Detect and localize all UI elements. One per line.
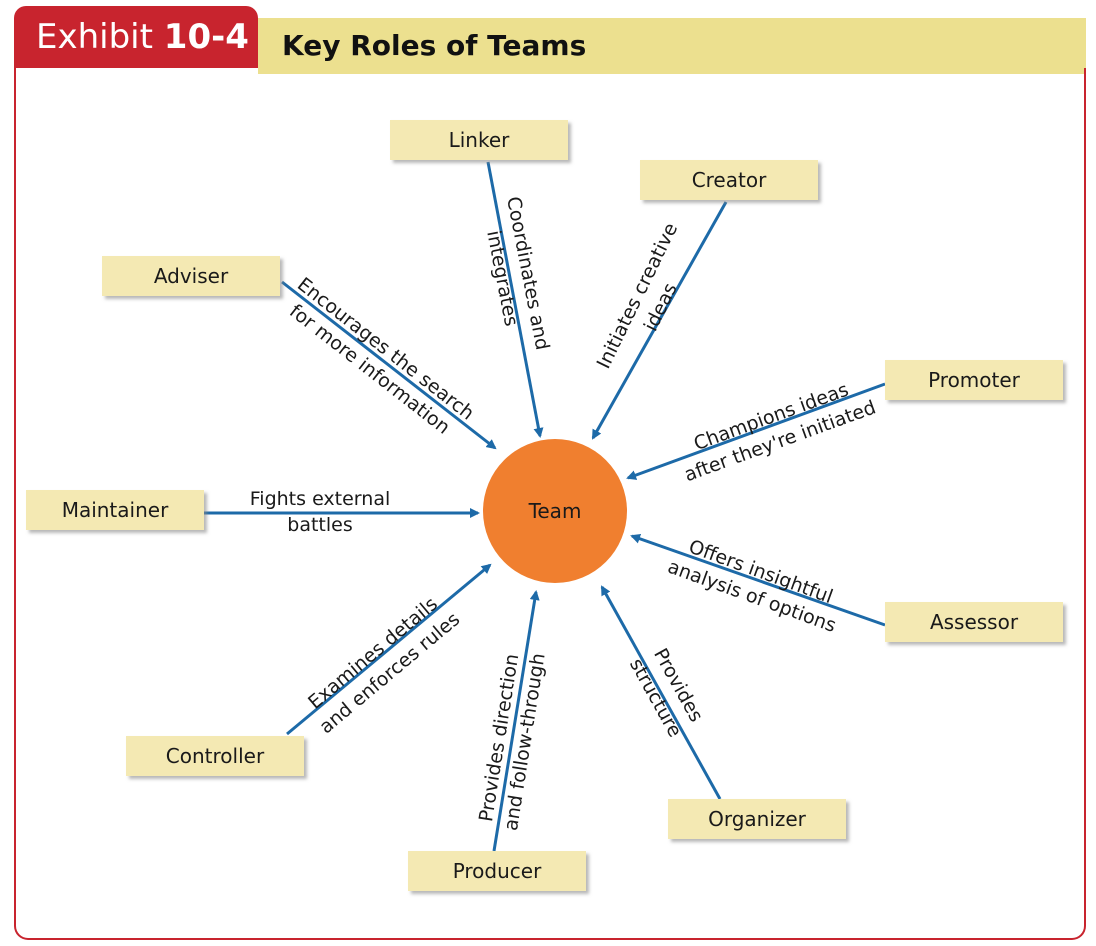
role-maintainer: Maintainer [26, 490, 204, 530]
description-line-adviser-1: Encourages the search [293, 273, 478, 424]
role-box-maintainer [26, 490, 204, 530]
role-label-linker: Linker [449, 128, 511, 152]
diagram-panel [14, 68, 1086, 940]
role-box-creator [640, 160, 818, 200]
role-controller: Controller [126, 736, 304, 776]
role-label-assessor: Assessor [930, 610, 1019, 634]
role-assessor: Assessor [885, 602, 1063, 642]
arrow-producer [492, 590, 540, 852]
role-box-organizer [668, 799, 846, 839]
arrow-promoter [626, 382, 886, 480]
arrow-linker [486, 161, 544, 438]
role-label-promoter: Promoter [928, 368, 1021, 392]
arrow-creator [591, 201, 728, 440]
arrow-controller [286, 563, 492, 736]
role-label-organizer: Organizer [708, 807, 807, 831]
role-label-maintainer: Maintainer [62, 498, 169, 522]
team-node: Team [483, 439, 627, 583]
exhibit-tab: Exhibit 10-4 [14, 6, 258, 68]
role-label-producer: Producer [453, 859, 542, 883]
exhibit-number: 10-4 [163, 17, 249, 57]
description-line-maintainer-2: battles [287, 514, 352, 536]
role-boxes-layer: LinkerCreatorPromoterAssessorOrganizerPr… [26, 120, 1063, 891]
description-maintainer: Fights external battles [250, 488, 391, 536]
role-linker: Linker [390, 120, 568, 160]
description-line-maintainer-1: Fights external [250, 488, 391, 510]
exhibit-word: Exhibit [36, 17, 153, 57]
arrow-assessor [630, 533, 886, 627]
exhibit-title: Key Roles of Teams [258, 18, 1086, 74]
role-box-promoter [885, 360, 1063, 400]
role-box-linker [390, 120, 568, 160]
role-promoter: Promoter [885, 360, 1063, 400]
role-adviser: Adviser [102, 256, 280, 296]
role-label-controller: Controller [166, 744, 265, 768]
team-circle [483, 439, 627, 583]
role-box-controller [126, 736, 304, 776]
team-label: Team [528, 499, 582, 523]
role-label-adviser: Adviser [154, 264, 229, 288]
arrows-layer [204, 161, 886, 852]
role-producer: Producer [408, 851, 586, 891]
role-label-creator: Creator [692, 168, 767, 192]
role-box-producer [408, 851, 586, 891]
role-organizer: Organizer [668, 799, 846, 839]
arrow-adviser [281, 280, 497, 450]
role-box-adviser [102, 256, 280, 296]
role-creator: Creator [640, 160, 818, 200]
arrow-organizer [600, 585, 722, 800]
role-box-assessor [885, 602, 1063, 642]
